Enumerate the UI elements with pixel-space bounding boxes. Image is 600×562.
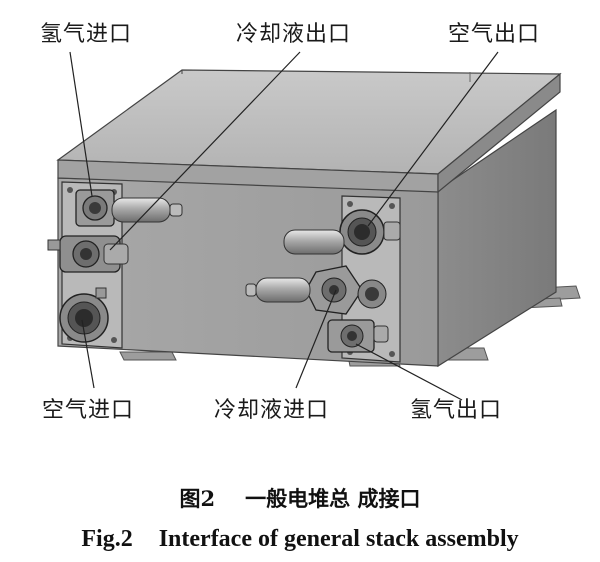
air-outlet-fitting <box>283 209 401 255</box>
coolant-inlet-fitting <box>245 265 387 315</box>
caption-cn-number: 图2 <box>179 486 216 511</box>
leader-lines <box>69 51 499 401</box>
caption-en-number: Fig.2 <box>81 526 133 552</box>
label-hydrogen-outlet: 氢气出口 <box>410 398 503 423</box>
label-coolant-outlet: 冷却液出口 <box>236 22 352 47</box>
air-inlet-fitting <box>59 287 109 343</box>
figure-caption-english: Fig.2 Interface of general stack assembly <box>0 526 600 553</box>
caption-cn-title: 一般电堆总 成接口 <box>245 486 421 511</box>
label-hydrogen-inlet: 氢气进口 <box>40 22 133 47</box>
coolant-outlet-fitting <box>47 235 129 273</box>
figure-caption-chinese: 图2 一般电堆总 成接口 <box>0 483 600 513</box>
caption-en-title: Interface of general stack assembly <box>158 526 519 552</box>
label-air-outlet: 空气出口 <box>448 22 541 47</box>
label-coolant-inlet: 冷却液进口 <box>214 398 330 423</box>
stack-assembly-drawing <box>47 51 581 401</box>
hydrogen-inlet-fitting <box>75 189 183 227</box>
label-air-inlet: 空气进口 <box>42 398 135 423</box>
hydrogen-outlet-fitting <box>327 319 389 353</box>
